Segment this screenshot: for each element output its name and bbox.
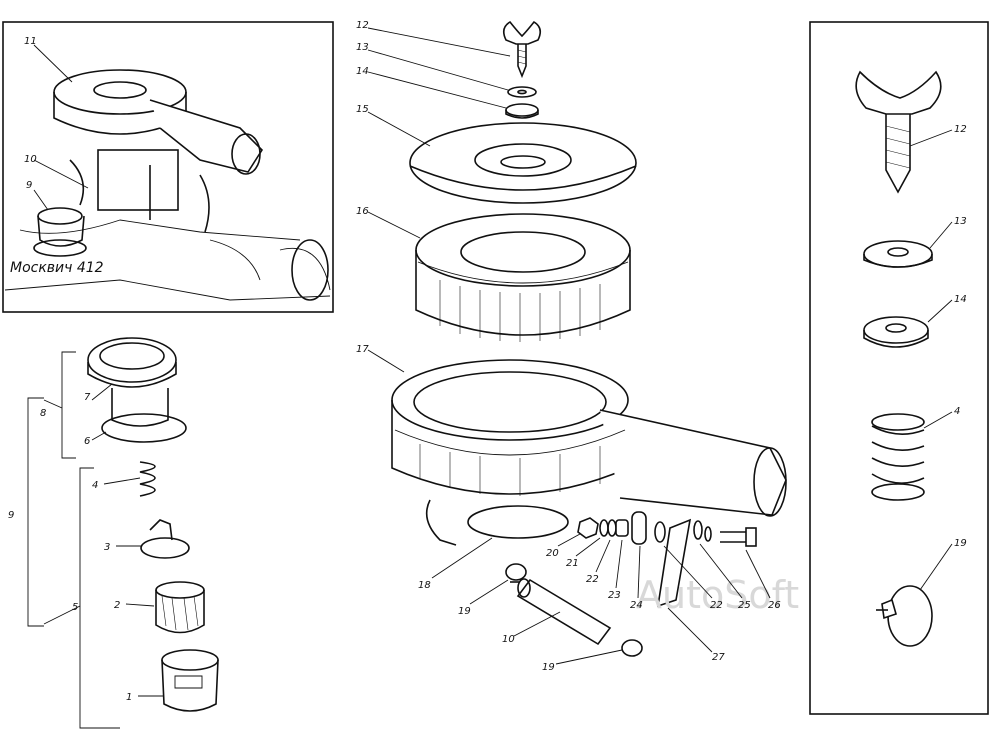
- callout-9-left: 9: [8, 510, 14, 521]
- callout-25: 25: [738, 600, 751, 611]
- watermark-text: AutoSoft: [636, 573, 799, 617]
- callout-12-detail: 12: [954, 124, 967, 135]
- leader-lines: [91, 27, 953, 697]
- callout-26: 26: [768, 600, 781, 611]
- callout-3: 3: [104, 542, 110, 553]
- callout-15: 15: [356, 104, 369, 115]
- washer-part: [507, 86, 537, 98]
- callout-labels: 11 10 9 12 13 14 15 16 17 7 6 8 4 3 2 1 …: [8, 20, 967, 703]
- callout-10-b: 10: [502, 634, 515, 645]
- callout-7: 7: [84, 392, 91, 403]
- callout-6: 6: [84, 436, 90, 447]
- gasket-part: [467, 505, 569, 539]
- seal-part: [505, 103, 539, 117]
- callout-11: 11: [24, 36, 37, 47]
- left-parts-column: [27, 337, 219, 729]
- callout-20: 20: [546, 548, 559, 559]
- callout-19-a: 19: [458, 606, 471, 617]
- callout-23: 23: [608, 590, 621, 601]
- callout-24: 24: [630, 600, 643, 611]
- cleaner-housing-part: [391, 359, 787, 546]
- filter-element-part: [415, 213, 631, 342]
- callout-19-detail: 19: [954, 538, 967, 549]
- callout-14: 14: [356, 66, 369, 77]
- engine-inset-panel: Москвич 412: [2, 21, 334, 313]
- callout-17: 17: [356, 344, 369, 355]
- detail-strip-panel: [809, 21, 989, 715]
- callout-21: 21: [566, 558, 579, 569]
- callout-5: 5: [72, 602, 78, 613]
- callout-9: 9: [26, 180, 32, 191]
- callout-1: 1: [126, 692, 132, 703]
- wing-nut-part: [502, 20, 542, 79]
- callout-18: 18: [418, 580, 431, 591]
- callout-10: 10: [24, 154, 37, 165]
- callout-14-detail: 14: [954, 294, 967, 305]
- center-assembly: AutoSoft: [391, 20, 799, 657]
- callout-27: 27: [712, 652, 725, 663]
- callout-2: 2: [114, 600, 120, 611]
- callout-12: 12: [356, 20, 369, 31]
- lower-intake-parts: [505, 563, 643, 657]
- inset-script-text: Москвич 412: [10, 260, 104, 276]
- mounting-hardware: [577, 511, 757, 608]
- callout-4-detail: 4: [954, 406, 960, 417]
- callout-22: 22: [586, 574, 599, 585]
- cleaner-cover-part: [409, 122, 637, 204]
- callout-16: 16: [356, 206, 369, 217]
- callout-19-b: 19: [542, 662, 555, 673]
- callout-13: 13: [356, 42, 369, 53]
- callout-8: 8: [40, 408, 46, 419]
- callout-22-right: 22: [710, 600, 723, 611]
- callout-4: 4: [92, 480, 98, 491]
- callout-13-detail: 13: [954, 216, 967, 227]
